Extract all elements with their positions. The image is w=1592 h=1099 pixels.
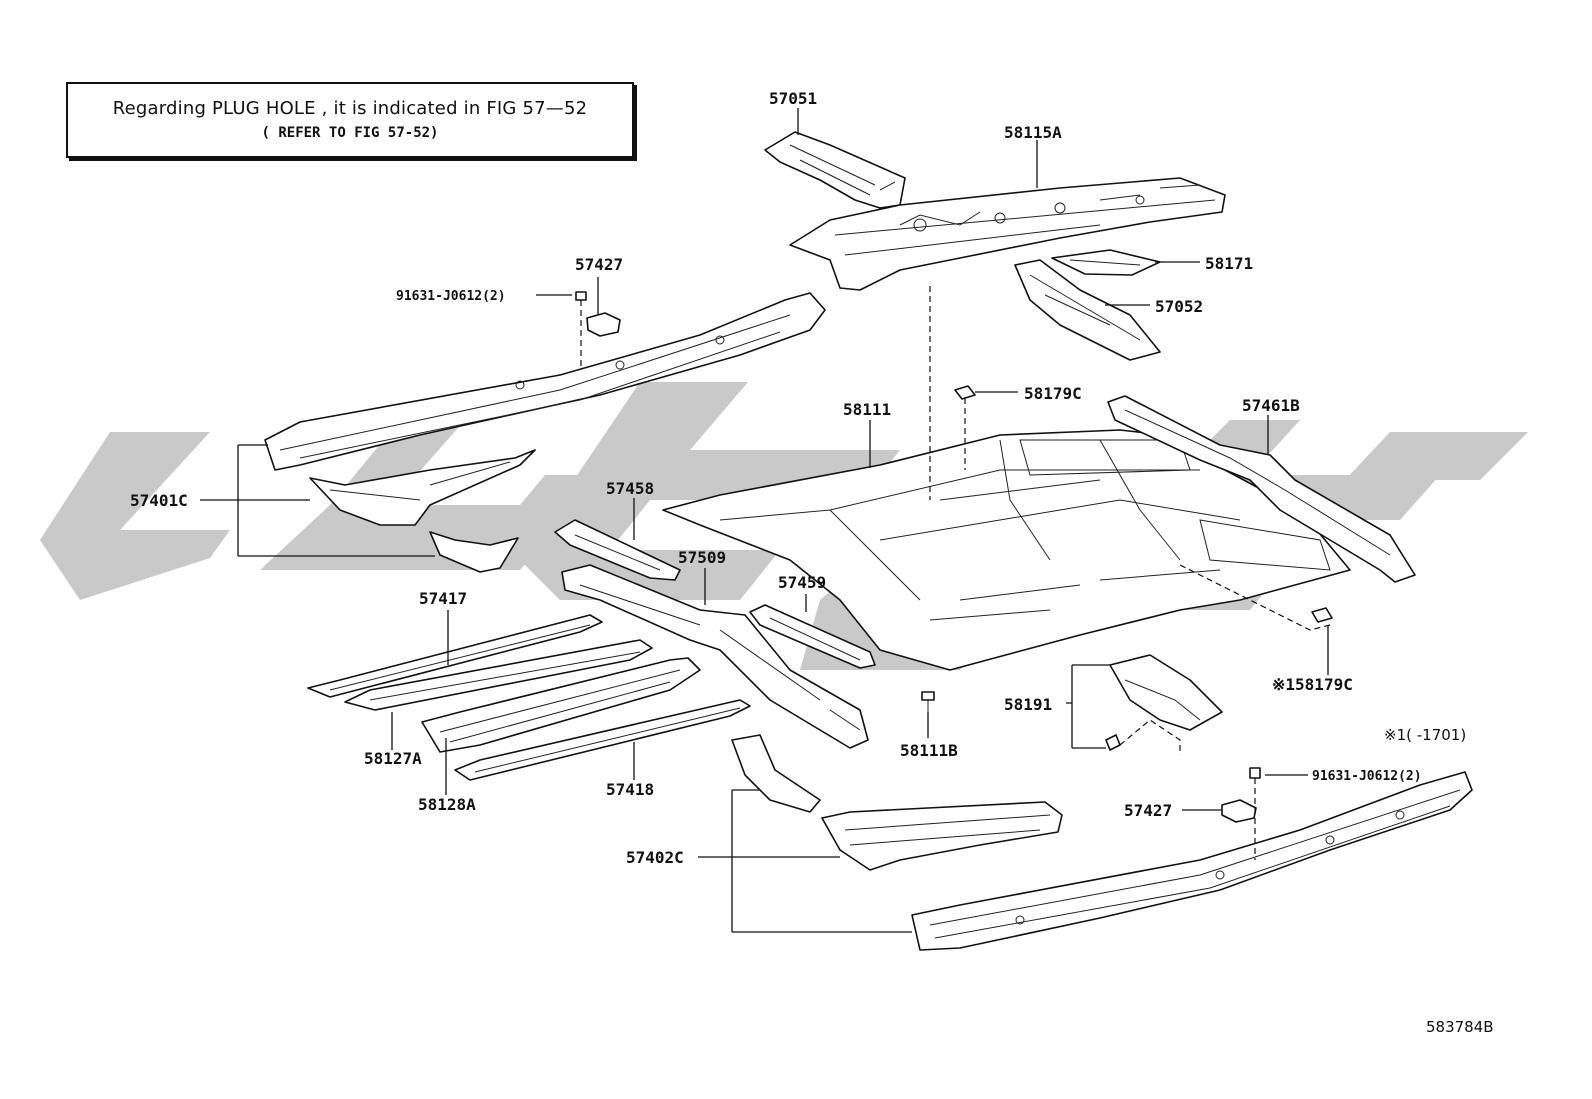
label-57427-top: 57427 bbox=[575, 255, 623, 274]
part-rocker-right bbox=[911, 771, 1473, 951]
part-58127A bbox=[344, 639, 653, 711]
label-58191: 58191 bbox=[1004, 695, 1052, 714]
part-57418 bbox=[454, 699, 751, 781]
label-91631-top: 91631-J0612(2) bbox=[396, 289, 506, 304]
part-57458 bbox=[554, 519, 681, 581]
label-58127A: 58127A bbox=[364, 749, 422, 768]
part-57427-bottom bbox=[1221, 767, 1261, 860]
part-58111 bbox=[662, 286, 1351, 671]
label-57458: 57458 bbox=[606, 479, 654, 498]
label-57509: 57509 bbox=[678, 548, 726, 567]
part-57427-top bbox=[575, 291, 621, 370]
part-58128A bbox=[421, 657, 701, 753]
label-57427-bottom: 57427 bbox=[1124, 801, 1172, 820]
figure-id: 583784B bbox=[1426, 1018, 1494, 1036]
label-58171: 58171 bbox=[1205, 254, 1253, 273]
note-line-1: Regarding PLUG HOLE , it is indicated in… bbox=[112, 98, 588, 119]
part-rocker-left bbox=[264, 292, 826, 471]
label-57461B: 57461B bbox=[1242, 396, 1300, 415]
leader-lines bbox=[200, 108, 1329, 933]
label-57052: 57052 bbox=[1155, 297, 1203, 316]
part-labels: 57051 58115A 58171 57052 57427 91631-J06… bbox=[130, 89, 1494, 1036]
part-57402C bbox=[731, 734, 1063, 871]
label-91631-bottom: 91631-J0612(2) bbox=[1312, 769, 1422, 784]
label-57402C: 57402C bbox=[626, 848, 684, 867]
label-57459: 57459 bbox=[778, 573, 826, 592]
label-footnote: ※1( -1701) bbox=[1384, 726, 1466, 744]
label-58111B: 58111B bbox=[900, 741, 958, 760]
part-57509 bbox=[561, 564, 869, 749]
part-57459 bbox=[749, 604, 876, 669]
label-58128A: 58128A bbox=[418, 795, 476, 814]
part-58115A bbox=[789, 177, 1226, 291]
label-57418: 57418 bbox=[606, 780, 654, 799]
note-line-2: ( REFER TO FIG 57-52) bbox=[261, 125, 439, 141]
part-58171 bbox=[1051, 249, 1161, 276]
label-58179C-top: 58179C bbox=[1024, 384, 1082, 403]
label-58179C-bottom: ※158179C bbox=[1272, 675, 1353, 694]
part-57417 bbox=[307, 614, 603, 698]
part-58111B bbox=[921, 691, 935, 712]
part-58179C-right bbox=[1179, 564, 1333, 631]
plug-hole-note: Regarding PLUG HOLE , it is indicated in… bbox=[66, 82, 634, 158]
part-58191 bbox=[1105, 654, 1223, 755]
label-58111: 58111 bbox=[843, 400, 891, 419]
part-57051 bbox=[764, 131, 906, 209]
part-58179C-top bbox=[954, 385, 976, 400]
label-57417: 57417 bbox=[419, 589, 467, 608]
label-57401C: 57401C bbox=[130, 491, 188, 510]
part-57461B bbox=[1107, 395, 1416, 583]
part-57401C bbox=[309, 449, 536, 573]
label-58115A: 58115A bbox=[1004, 123, 1062, 142]
part-57052 bbox=[1014, 259, 1161, 361]
label-57051: 57051 bbox=[769, 89, 817, 108]
